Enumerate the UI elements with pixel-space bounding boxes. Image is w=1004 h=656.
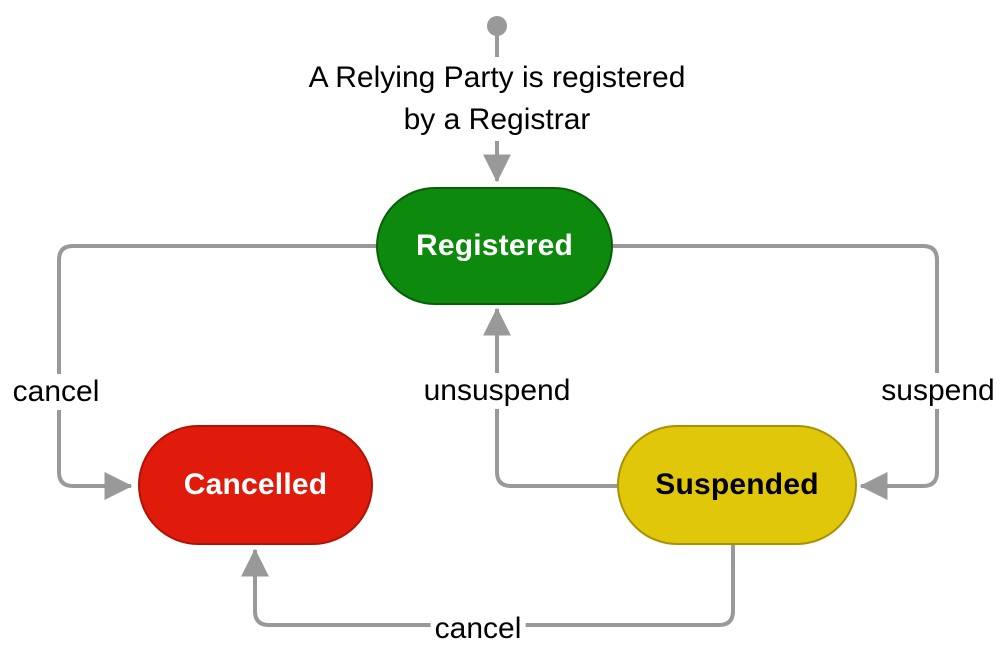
start-annotation-line2: by a Registrar — [403, 103, 591, 136]
edge-label-suspend: suspend — [877, 373, 999, 409]
state-cancelled: Cancelled — [138, 425, 373, 545]
state-suspended: Suspended — [617, 425, 857, 545]
initial-state-dot-icon — [487, 16, 507, 36]
start-annotation: A Relying Party is registered by a Regis… — [302, 57, 692, 141]
edge-label-unsuspend: unsuspend — [419, 373, 575, 409]
state-cancelled-label: Cancelled — [183, 468, 328, 501]
start-annotation-line1: A Relying Party is registered — [308, 61, 686, 94]
edge-label-cancel-left: cancel — [8, 374, 104, 410]
state-suspended-label: Suspended — [655, 468, 819, 501]
edge-suspended-to-registered — [483, 307, 617, 488]
edge-label-cancel-bottom: cancel — [430, 611, 526, 647]
edge-registered-to-suspended — [613, 244, 939, 500]
state-registered: Registered — [376, 187, 613, 305]
state-registered-label: Registered — [415, 229, 574, 262]
edge-registered-to-cancelled — [57, 244, 376, 500]
